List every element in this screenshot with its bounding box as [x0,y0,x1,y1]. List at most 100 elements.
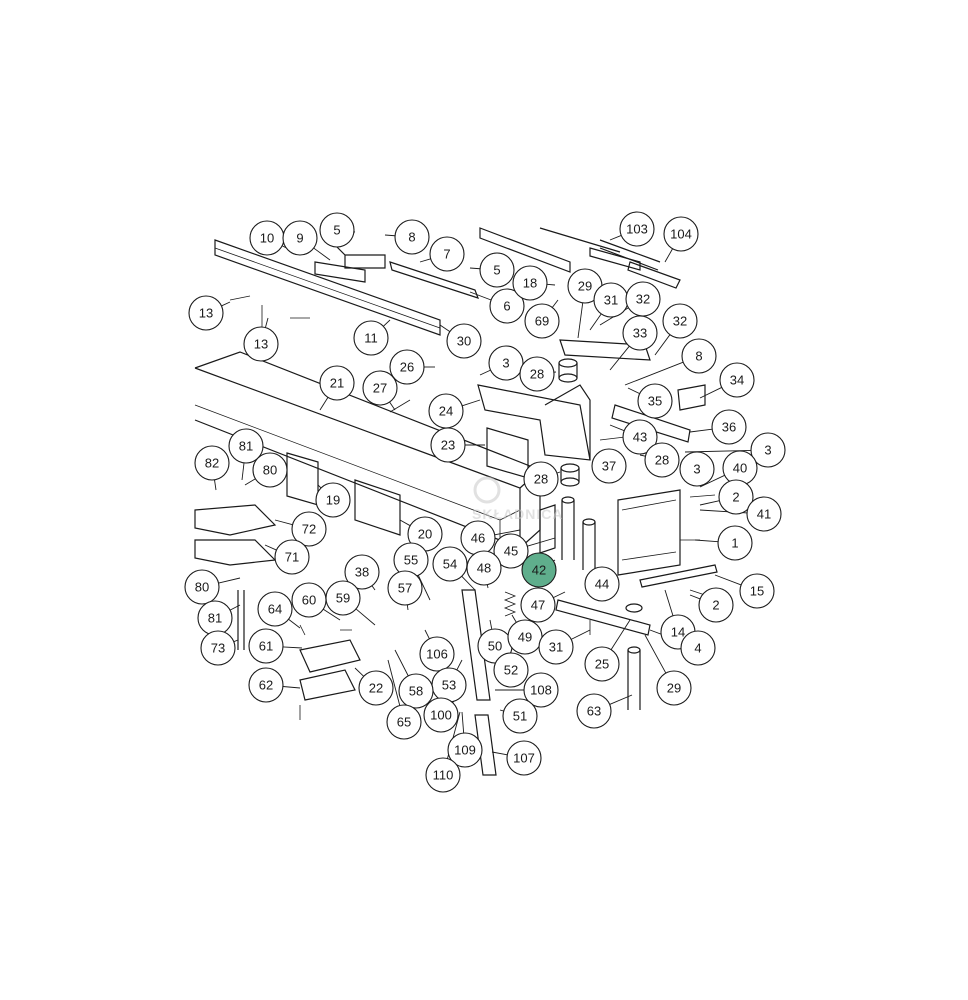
callout-label: 13 [254,337,268,352]
callout-part-41: 41 [746,496,782,532]
callout-label: 8 [408,230,415,245]
callout-label: 8 [695,349,702,364]
callout-circle [644,442,680,478]
callout-label: 65 [397,715,411,730]
leader-line-61 [282,646,303,649]
callout-circle [291,511,327,547]
callout-label: 72 [302,522,316,537]
callout-label: 29 [667,681,681,696]
callout-part-2: 2 [718,479,754,515]
callout-part-23: 23 [430,427,466,463]
leader-line-49 [511,614,517,623]
callout-circle [188,295,224,331]
callout-circle [248,628,284,664]
callout-label: 31 [549,640,563,655]
callout-part-8: 8 [394,219,430,255]
callout-label: 43 [633,430,647,445]
callout-label: 3 [764,443,771,458]
callout-part-71: 71 [274,539,310,575]
callout-circle [419,636,455,672]
leader-line-59 [355,608,376,626]
leader-line-43 [609,424,625,432]
callout-label: 53 [442,678,456,693]
callout-part-1: 1 [717,525,753,561]
leader-line-6 [469,291,492,301]
callout-label: 51 [513,709,527,724]
callout-part-8: 8 [681,338,717,374]
callout-circle [711,409,747,445]
callout-label: 1 [731,536,738,551]
leader-line-8 [384,234,396,237]
leader-lines [214,231,752,759]
leader-line-104 [664,248,673,263]
callout-part-45: 45 [493,533,529,569]
callout-circle [344,554,380,590]
callout-circle [493,652,529,688]
callout-label: 37 [602,459,616,474]
leader-line-28 [639,454,646,457]
callout-circle [466,550,502,586]
callout-circle [423,697,459,733]
callout-label: 30 [457,334,471,349]
callout-label: 54 [443,557,457,572]
callout-part-55: 55 [393,542,429,578]
callout-circle [319,365,355,401]
callout-label: 104 [670,227,692,242]
callout-part-57: 57 [387,570,423,606]
callout-label: 110 [433,768,454,783]
callout-label: 4 [694,641,701,656]
callout-circle [447,732,483,768]
watermark-logo: SKŁADNICA [472,476,562,522]
callout-circle [520,587,556,623]
callout-circle [446,323,482,359]
leader-line-2 [699,500,720,506]
callout-label: 81 [239,439,253,454]
callout-label: 2 [732,490,739,505]
callout-part-5: 5 [319,212,355,248]
leader-line-63 [609,694,633,705]
callout-label: 27 [373,381,387,396]
leader-line-65 [387,659,401,706]
callout-label: 35 [648,394,662,409]
callout-label: 103 [626,222,648,237]
callout-circle [274,539,310,575]
leader-line-15 [714,574,742,586]
callout-part-100: 100 [423,697,459,733]
callout-circle [679,451,715,487]
leader-line-31 [571,629,591,640]
callout-circle [488,345,524,381]
callout-circle [523,672,559,708]
callout-part-21: 21 [319,365,355,401]
callout-label: 24 [439,404,453,419]
leader-line-19 [317,484,322,489]
callout-circle [584,566,620,602]
leader-line-34 [699,387,722,399]
callout-label: 49 [518,630,532,645]
leader-line-81 [229,604,241,611]
callout-label: 25 [595,657,609,672]
callout-label: 14 [671,625,685,640]
callout-circle [398,673,434,709]
callout-circle [681,338,717,374]
callout-part-42: 42 [521,552,557,588]
callout-circle [386,704,422,740]
callout-part-38: 38 [344,554,380,590]
callout-part-60: 60 [291,582,327,618]
callout-part-31: 31 [593,282,629,318]
callout-part-106: 106 [419,636,455,672]
callout-circle [662,303,698,339]
callout-circle [521,552,557,588]
callout-part-103: 103 [619,211,655,247]
callout-circle [622,315,658,351]
leader-line-109 [461,711,465,734]
leader-line-2 [689,594,701,600]
callout-label: 71 [285,550,299,565]
leader-line-14 [664,589,674,616]
callout-part-107: 107 [506,740,542,776]
callout-circle [257,591,293,627]
callout-circle [429,236,465,272]
callout-part-28: 28 [519,356,555,392]
leader-line-58 [394,649,409,677]
callout-label: 29 [578,279,592,294]
leader-line-13 [221,301,231,307]
